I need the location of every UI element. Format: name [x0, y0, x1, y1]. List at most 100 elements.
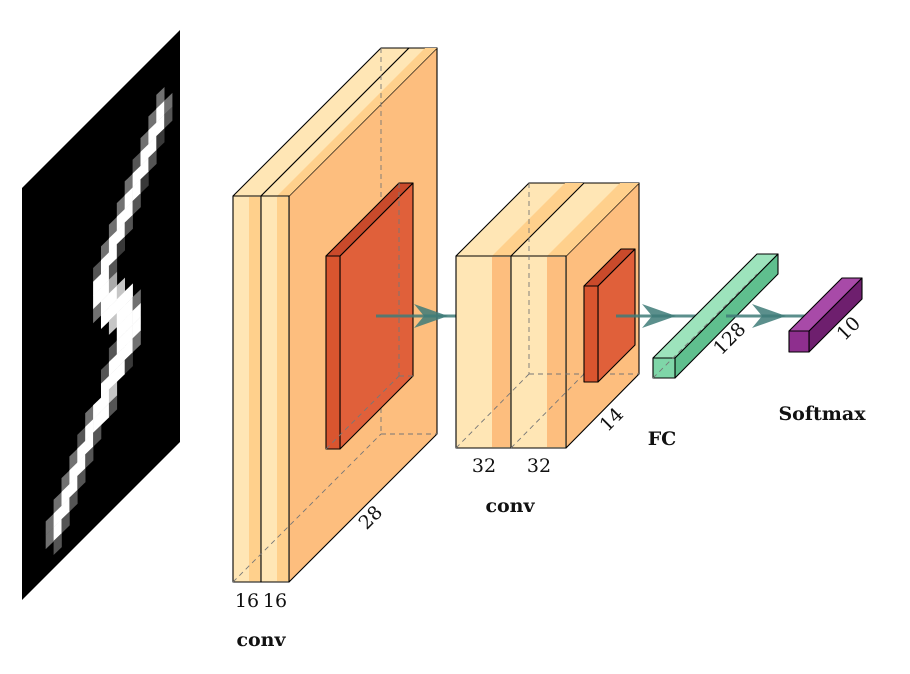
digit-pixel — [124, 187, 133, 210]
conv1-slab-a-front-shade — [249, 197, 260, 581]
digit-pixel — [101, 307, 110, 330]
digit-pixel — [93, 411, 102, 434]
digit-pixel — [148, 108, 157, 131]
conv1-hidden-edge-diagonal — [232, 433, 382, 583]
digit-pixel — [116, 195, 125, 218]
digit-pixel — [116, 277, 125, 300]
digit-pixel — [116, 359, 125, 382]
digit-pixel — [124, 310, 133, 333]
digit-pixel — [108, 285, 118, 308]
input-digit-pixels — [45, 87, 173, 555]
conv2-pool-patch-front — [583, 285, 599, 383]
softmax-name-label: Softmax — [778, 403, 866, 425]
digit-pixel — [116, 346, 125, 369]
digit-pixel — [124, 201, 133, 223]
digit-pixel — [85, 432, 94, 455]
conv-block-2: 32 32 14 conv — [455, 182, 640, 517]
digit-pixel — [108, 367, 118, 390]
digit-pixel — [93, 273, 102, 296]
digit-pixel — [69, 462, 78, 485]
digit-pixel — [101, 389, 110, 412]
digit-pixel — [53, 505, 62, 528]
digit-pixel — [45, 513, 54, 536]
digit-pixel — [101, 265, 110, 288]
conv2-slab-b-top-shade — [547, 183, 639, 256]
digit-pixel — [101, 238, 110, 261]
digit-pixel — [156, 114, 165, 137]
digit-pixel — [77, 426, 86, 449]
digit-pixel — [85, 446, 94, 469]
digit-pixel — [85, 405, 94, 428]
digit-pixel — [124, 214, 133, 237]
conv1-slab-b-front-shade — [277, 197, 288, 581]
digit-pixel — [108, 216, 118, 239]
digit-pixel — [61, 483, 70, 506]
digit-pixel — [108, 258, 118, 280]
conv2-slab-a-front-shade — [492, 257, 510, 447]
digit-pixel — [108, 244, 118, 267]
digit-pixel — [108, 271, 118, 294]
fc-front — [652, 357, 676, 379]
digit-pixel — [132, 151, 141, 174]
digit-pixel — [116, 222, 125, 245]
digit-pixel — [132, 316, 141, 339]
conv1-pool-patch-front — [325, 255, 341, 450]
softmax-layer: 10 Softmax — [778, 277, 866, 425]
conv1-slab-b-top-shade — [277, 48, 437, 196]
digit-pixel — [116, 208, 125, 231]
fc-hidden-edge — [652, 273, 758, 379]
digit-pixel — [93, 424, 102, 447]
digit-pixel — [124, 352, 133, 374]
conv1-name-label: conv — [236, 629, 286, 651]
digit-pixel — [53, 519, 62, 542]
digit-pixel — [108, 312, 118, 335]
digit-pixel — [108, 381, 118, 404]
input-digit-image — [22, 30, 180, 600]
arrow-1-head — [414, 304, 448, 328]
digit-pixel — [108, 299, 118, 322]
arrow-conv2-to-fc — [616, 304, 706, 328]
conv-block-1: 16 16 28 conv — [232, 47, 438, 651]
arrow-3-head — [752, 304, 786, 328]
digit-pixel — [116, 291, 125, 314]
conv2-name-label: conv — [485, 495, 535, 517]
digit-pixel — [116, 236, 125, 259]
conv2-depth-label-a: 32 — [472, 455, 496, 477]
conv1-depth-label-a: 16 — [235, 590, 259, 612]
digit-pixel — [108, 340, 118, 363]
digit-pixel — [124, 297, 133, 320]
digit-pixel — [148, 136, 157, 159]
digit-pixel — [164, 106, 173, 129]
digit-pixel — [140, 171, 149, 194]
digit-pixel — [156, 87, 165, 109]
arrow-fc-to-softmax — [726, 304, 816, 328]
conv1-depth-label-b: 16 — [263, 590, 287, 612]
digit-pixel — [77, 454, 86, 477]
digit-pixel — [93, 287, 102, 310]
softmax-front — [788, 330, 810, 353]
digit-pixel — [69, 448, 78, 471]
digit-pixel — [77, 440, 86, 463]
digit-pixel — [132, 289, 141, 312]
digit-pixel — [108, 354, 118, 377]
digit-pixel — [140, 130, 149, 153]
fc-layer: 128 FC — [648, 253, 779, 450]
digit-pixel — [156, 128, 165, 151]
digit-pixel — [116, 305, 125, 327]
digit-pixel — [124, 324, 133, 347]
digit-pixel — [140, 144, 149, 166]
digit-pixel — [61, 511, 70, 534]
digit-pixel — [101, 252, 110, 275]
digit-pixel — [53, 533, 62, 555]
digit-pixel — [124, 283, 133, 306]
digit-pixel — [140, 157, 149, 180]
digit-pixel — [124, 338, 133, 361]
digit-pixel — [93, 397, 102, 420]
digit-pixel — [132, 302, 141, 325]
fc-name-label: FC — [648, 428, 677, 450]
digit-pixel — [101, 293, 110, 316]
digit-pixel — [101, 362, 110, 384]
conv2-slab-b-front-shade — [547, 257, 565, 447]
digit-pixel — [45, 527, 54, 550]
